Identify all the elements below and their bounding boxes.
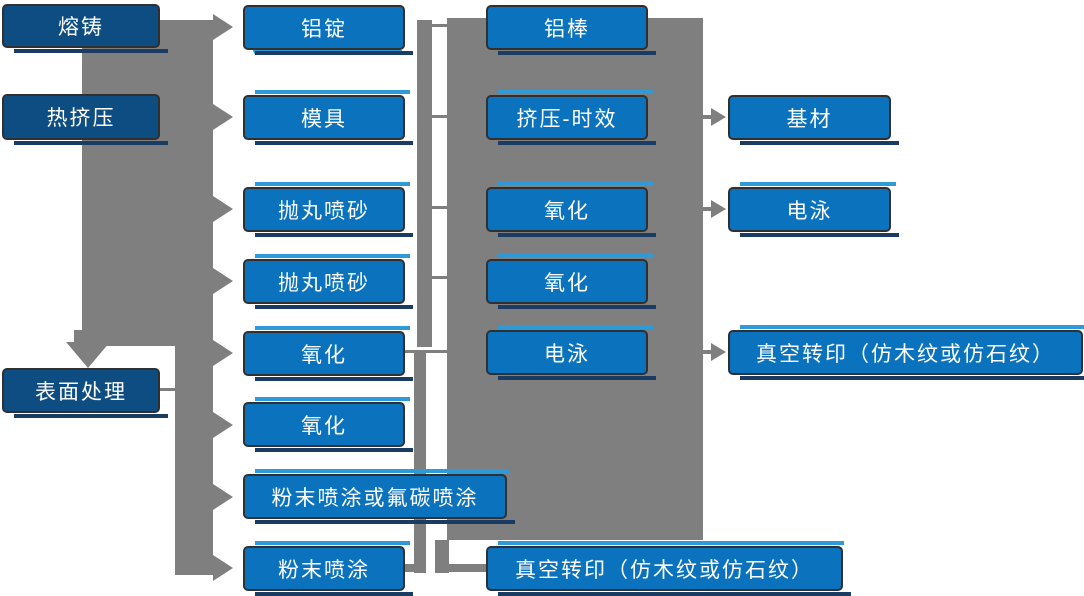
node-powder-coating: 粉末喷涂 (243, 541, 413, 596)
connector-tail-vacuum-print (701, 350, 713, 354)
connector-vacuum-bottom-stub (449, 564, 486, 572)
connector-tail-base-material (701, 115, 713, 119)
node-powder-or-fluorocarbon-coating: 粉末喷涂或氟碳喷涂 (243, 469, 515, 524)
node-oxidation-2: 氧化 (243, 397, 413, 452)
arrow-to-shot-blasting-2 (213, 268, 233, 294)
node-vacuum-transfer-print-bottom: 真空转印（仿木纹或仿石纹） (486, 541, 851, 596)
node-label: 粉末喷涂 (278, 558, 370, 582)
node-shot-blasting-2: 抛丸喷砂 (243, 254, 413, 309)
connector-stem-surface (74, 330, 102, 344)
node-label: 电泳 (786, 199, 833, 223)
node-base-material: 基材 (728, 95, 899, 145)
node-oxidation-4: 氧化 (486, 254, 656, 309)
arrow-to-powder-fluorocarbon-coating (213, 484, 233, 510)
arrow-to-vacuum-print-col4 (711, 343, 726, 361)
arrow-to-powder-coating (213, 555, 233, 581)
arrow-down-to-surface-treatment (66, 342, 110, 368)
node-label: 熔铸 (58, 16, 104, 39)
connector-row1-line (432, 24, 447, 27)
node-aluminum-rod: 铝棒 (486, 5, 656, 55)
node-label: 模具 (301, 107, 347, 131)
arrow-down-to-hot-extrusion (91, 62, 135, 88)
node-oxidation-3: 氧化 (486, 182, 656, 237)
arrow-to-base-material (711, 108, 726, 126)
node-label: 热挤压 (46, 107, 116, 130)
node-shot-blasting-1: 抛丸喷砂 (243, 182, 413, 237)
arrow-to-electrophoresis-col4 (711, 200, 726, 218)
node-label: 氧化 (301, 414, 347, 438)
node-electrophoresis-mid: 电泳 (486, 325, 656, 380)
node-label: 氧化 (301, 343, 347, 367)
node-label: 抛丸喷砂 (278, 271, 370, 295)
node-label: 氧化 (544, 199, 590, 223)
connector-surface-treatment-stub (160, 388, 176, 391)
arrow-to-oxidation-2 (213, 412, 233, 438)
connector-tail-electrophoresis (701, 207, 713, 211)
connector-row3-line (432, 206, 447, 209)
connector-mid-bar-lower (414, 352, 426, 573)
node-label: 电泳 (544, 342, 590, 366)
arrow-to-mold (213, 104, 233, 130)
node-electrophoresis-right: 电泳 (728, 182, 899, 237)
node-label: 铝锭 (301, 17, 347, 41)
node-label: 表面处理 (35, 380, 127, 404)
connector-row5-line (405, 350, 447, 353)
node-hot-extrusion: 热挤压 (2, 94, 168, 145)
node-label: 挤压-时效 (516, 107, 618, 131)
node-label: 氧化 (544, 271, 590, 295)
connector-row2-line (432, 115, 447, 118)
node-melting-casting: 熔铸 (2, 4, 168, 53)
node-label: 真空转印（仿木纹或仿石纹） (756, 342, 1055, 366)
node-mold: 模具 (243, 90, 413, 145)
node-surface-treatment: 表面处理 (2, 368, 168, 418)
node-extrusion-aging: 挤压-时效 (486, 90, 656, 145)
node-label: 抛丸喷砂 (278, 199, 370, 223)
node-oxidation-1: 氧化 (243, 326, 413, 381)
arrow-to-oxidation-1 (213, 340, 233, 366)
connector-block-leg (435, 540, 449, 573)
connector-mid-bar-upper (417, 20, 432, 347)
node-label: 基材 (786, 107, 833, 131)
node-label: 铝棒 (544, 17, 590, 41)
arrow-to-shot-blasting-1 (213, 196, 233, 222)
node-label: 真空转印（仿木纹或仿石纹） (515, 558, 814, 582)
connector-powder-coating-stub (405, 564, 415, 572)
arrow-to-aluminum-ingot (213, 14, 233, 40)
connector-left-band-narrow (175, 346, 213, 575)
node-aluminum-ingot: 铝锭 (243, 5, 413, 55)
node-vacuum-transfer-print-right: 真空转印（仿木纹或仿石纹） (728, 325, 1084, 380)
connector-row4-line (432, 276, 447, 279)
node-label: 粉末喷涂或氟碳喷涂 (271, 486, 479, 510)
